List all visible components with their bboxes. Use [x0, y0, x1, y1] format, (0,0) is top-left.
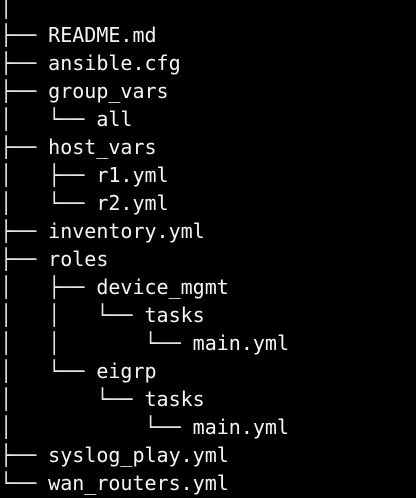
file-name-all: all	[96, 107, 133, 131]
tree-row-host-vars: ├── host_vars	[0, 133, 289, 161]
tree-branch-glyph: │ └──	[0, 387, 145, 411]
directory-tree: │ ├── README.md ├── ansible.cfg ├── grou…	[0, 0, 289, 497]
tree-row-group-vars: ├── group_vars	[0, 77, 289, 105]
tree-row-r2: │ └── r2.yml	[0, 189, 289, 217]
tree-branch-glyph: ├──	[0, 23, 49, 47]
tree-branch-glyph: │ │ └──	[0, 303, 145, 327]
folder-name-roles: roles	[48, 247, 109, 271]
tree-branch-glyph: │	[0, 0, 13, 19]
tree-branch-glyph: │ ├──	[0, 275, 97, 299]
tree-branch-glyph: └──	[0, 471, 49, 495]
tree-branch-glyph: │ └──	[0, 191, 97, 215]
file-name-syslog-play: syslog_play.yml	[48, 443, 229, 467]
tree-row-inventory: ├── inventory.yml	[0, 217, 289, 245]
tree-row-eigrp-main: │ └── main.yml	[0, 413, 289, 441]
file-name-main: main.yml	[192, 415, 289, 439]
tree-row-eigrp: │ └── eigrp	[0, 357, 289, 385]
file-name-main: main.yml	[192, 331, 289, 355]
tree-branch-glyph: ├──	[0, 135, 49, 159]
file-name-r1: r1.yml	[96, 163, 169, 187]
tree-row-ansible-cfg: ├── ansible.cfg	[0, 49, 289, 77]
tree-row-syslog-play: ├── syslog_play.yml	[0, 441, 289, 469]
tree-branch-glyph: ├──	[0, 51, 49, 75]
file-name-wan-routers: wan_routers.yml	[48, 471, 229, 495]
tree-row-readme: ├── README.md	[0, 21, 289, 49]
tree-branch-glyph: ├──	[0, 247, 49, 271]
folder-name-group-vars: group_vars	[48, 79, 169, 103]
folder-name-eigrp: eigrp	[96, 359, 157, 383]
tree-row-root-connector: │	[0, 0, 289, 21]
tree-row-device-mgmt: │ ├── device_mgmt	[0, 273, 289, 301]
tree-branch-glyph: │ └──	[0, 359, 97, 383]
file-name-readme: README.md	[48, 23, 157, 47]
tree-branch-glyph: │ │ └──	[0, 331, 193, 355]
tree-row-device-mgmt-main: │ │ └── main.yml	[0, 329, 289, 357]
file-name-inventory: inventory.yml	[48, 219, 205, 243]
folder-name-device-mgmt: device_mgmt	[96, 275, 229, 299]
tree-row-r1: │ ├── r1.yml	[0, 161, 289, 189]
tree-row-device-mgmt-tasks: │ │ └── tasks	[0, 301, 289, 329]
file-name-r2: r2.yml	[96, 191, 169, 215]
tree-branch-glyph: │ └──	[0, 107, 97, 131]
tree-row-eigrp-tasks: │ └── tasks	[0, 385, 289, 413]
tree-row-wan-routers: └── wan_routers.yml	[0, 469, 289, 497]
file-name-ansible-cfg: ansible.cfg	[48, 51, 181, 75]
folder-name-host-vars: host_vars	[48, 135, 157, 159]
tree-branch-glyph: ├──	[0, 79, 49, 103]
tree-branch-glyph: ├──	[0, 443, 49, 467]
tree-row-roles: ├── roles	[0, 245, 289, 273]
tree-row-all: │ └── all	[0, 105, 289, 133]
tree-branch-glyph: │ ├──	[0, 163, 97, 187]
tree-branch-glyph: │ └──	[0, 415, 193, 439]
folder-name-tasks: tasks	[144, 303, 205, 327]
folder-name-tasks: tasks	[144, 387, 205, 411]
tree-branch-glyph: ├──	[0, 219, 49, 243]
